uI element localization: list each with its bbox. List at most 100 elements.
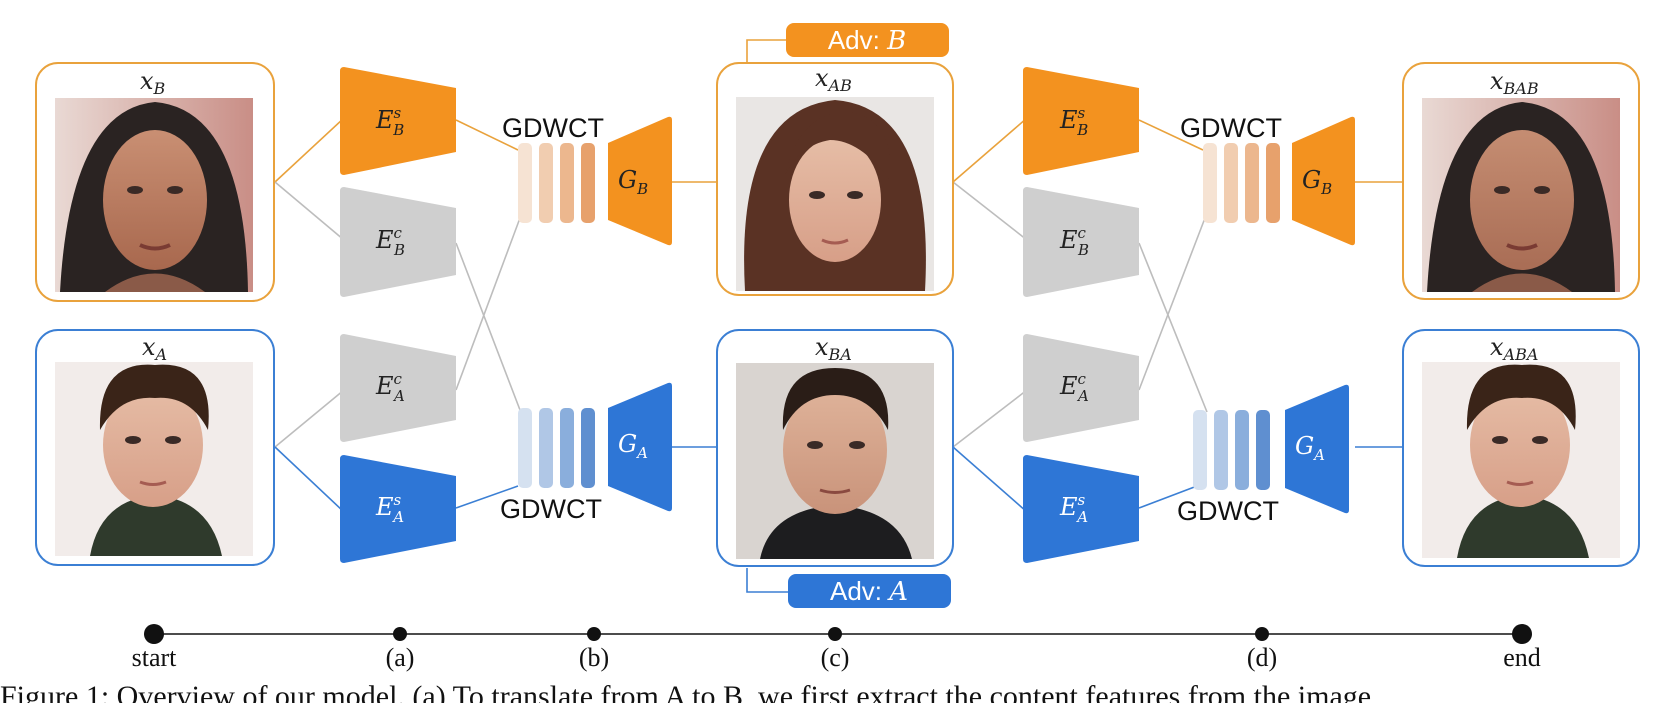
xBAB-sub: BAB xyxy=(1503,79,1539,98)
face-photo-xAB xyxy=(736,97,934,291)
generator-GB-2: GB xyxy=(1292,116,1355,246)
line-xA-EcA xyxy=(274,389,345,448)
connection-lines xyxy=(274,39,1403,593)
xB-name: x xyxy=(140,67,154,95)
xB-sub: B xyxy=(153,79,166,98)
timeline-dot-a xyxy=(393,627,407,641)
line-EsA-gdwctA xyxy=(455,485,519,509)
adv-label-A: Adv: A xyxy=(788,574,951,608)
line-xBA-EsA2 xyxy=(952,446,1028,513)
svg-text:EcB: EcB xyxy=(1059,224,1089,259)
generator-GB: GB xyxy=(608,116,672,246)
line-xBA-EcA2 xyxy=(952,389,1028,448)
generator-GA: GA xyxy=(608,382,672,512)
svg-text:xA: xA xyxy=(142,333,167,364)
svg-text:EsB: EsB xyxy=(1059,104,1088,139)
image-box-xBAB: xBAB xyxy=(1402,62,1640,300)
image-box-xA: xA xyxy=(35,329,275,566)
timeline-label-c: (c) xyxy=(821,643,850,672)
image-box-xABA: xABA xyxy=(1402,329,1640,567)
svg-text:EsA: EsA xyxy=(1059,491,1088,526)
svg-text:GA: GA xyxy=(618,430,648,462)
line-adv-B xyxy=(746,39,786,62)
line-xB-EsB xyxy=(274,117,345,183)
line-EcA-gdwctB xyxy=(455,217,521,391)
line-xAB-EcB2 xyxy=(952,181,1028,241)
line-xAB-EsB2 xyxy=(952,117,1028,183)
svg-text:Adv: B: Adv: B xyxy=(828,25,906,56)
timeline-dot-start xyxy=(144,624,164,644)
xAB-name: x xyxy=(815,64,829,92)
face-photo-xA xyxy=(55,362,253,556)
timeline-dot-c xyxy=(828,627,842,641)
figure-caption: Figure 1: Overview of our model. (a) To … xyxy=(0,682,1372,703)
svg-text:xBAB: xBAB xyxy=(1490,67,1539,98)
svg-text:xBA: xBA xyxy=(815,333,852,364)
gdwct-label: GDWCT xyxy=(1180,113,1282,143)
svg-text:EcA: EcA xyxy=(1059,370,1089,405)
xA-sub: A xyxy=(154,345,168,364)
timeline-dot-b xyxy=(587,627,601,641)
gdwct-label: GDWCT xyxy=(502,113,604,143)
xABA-name: x xyxy=(1490,333,1504,361)
timeline-label-b: (b) xyxy=(579,643,609,672)
svg-text:EsA: EsA xyxy=(375,491,404,526)
svg-text:EsB: EsB xyxy=(375,104,404,139)
svg-text:EcA: EcA xyxy=(375,370,405,405)
svg-text:GB: GB xyxy=(1302,166,1332,198)
gdwct-label: GDWCT xyxy=(1177,496,1279,526)
svg-text:xABA: xABA xyxy=(1490,333,1538,364)
xBAB-name: x xyxy=(1490,67,1504,95)
timeline-label-start: start xyxy=(132,643,178,672)
gdwct-block-A-1: GDWCT xyxy=(500,408,602,524)
svg-text:Adv: A: Adv: A xyxy=(830,576,908,607)
svg-text:EcB: EcB xyxy=(375,224,405,259)
image-box-xBA: xBA xyxy=(716,329,954,567)
svg-text:xB: xB xyxy=(140,67,166,98)
face-photo-xBAB xyxy=(1422,98,1620,292)
face-photo-xBA xyxy=(736,363,934,559)
gdwct-block-A-2: GDWCT xyxy=(1177,410,1279,526)
timeline-label-a: (a) xyxy=(386,643,415,672)
xA-name: x xyxy=(142,333,156,361)
line-EcB-gdwctA xyxy=(455,242,521,411)
image-box-xB: xB xyxy=(35,62,275,302)
face-photo-xB xyxy=(55,98,253,292)
xABA-sub: ABA xyxy=(1502,345,1539,364)
adv-label-B: Adv: B xyxy=(786,23,949,57)
line-adv-A xyxy=(746,568,788,593)
line-EsB-gdwctB xyxy=(455,119,519,151)
xAB-sub: AB xyxy=(827,76,853,95)
line-xB-EcB xyxy=(274,181,345,241)
generator-GA-2: GA xyxy=(1285,384,1349,514)
svg-text:xAB: xAB xyxy=(815,64,852,95)
image-box-xAB: xAB xyxy=(716,62,954,296)
timeline-dot-end xyxy=(1512,624,1532,644)
gdwct-block-B-2: GDWCT xyxy=(1180,113,1282,223)
timeline-dot-d xyxy=(1255,627,1269,641)
svg-text:GB: GB xyxy=(618,166,648,198)
gdwct-block-B-1: GDWCT xyxy=(502,113,604,223)
line-EsA2-gdwctA2 xyxy=(1138,485,1198,509)
xBA-sub: BA xyxy=(828,345,852,364)
line-xA-EsA xyxy=(274,446,345,513)
timeline-label-d: (d) xyxy=(1247,643,1277,672)
timeline-label-end: end xyxy=(1503,643,1541,672)
timeline: start (a) (b) (c) (d) end xyxy=(132,624,1541,672)
line-EcB2-gdwctA2 xyxy=(1138,242,1208,413)
xBA-name: x xyxy=(815,333,829,361)
line-EcA2-gdwctB2 xyxy=(1138,217,1206,391)
line-EsB2-gdwctB2 xyxy=(1138,119,1204,151)
face-photo-xABA xyxy=(1422,362,1620,558)
gdwct-label: GDWCT xyxy=(500,494,602,524)
svg-text:GA: GA xyxy=(1295,432,1325,464)
